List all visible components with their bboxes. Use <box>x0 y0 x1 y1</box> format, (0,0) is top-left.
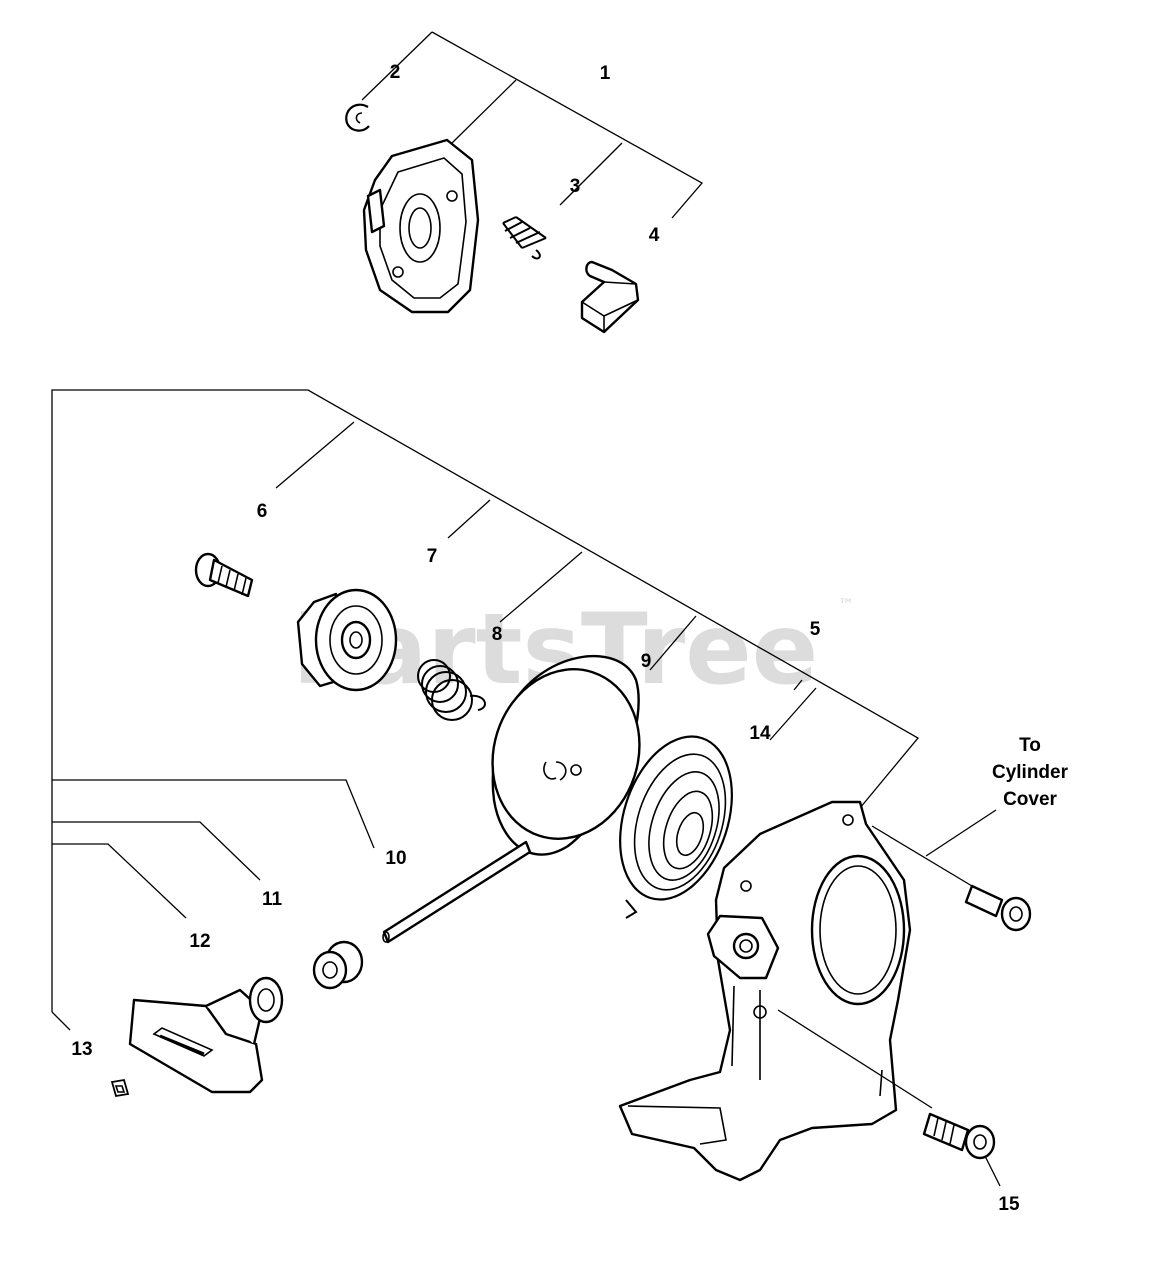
leader-lines-top <box>361 31 704 219</box>
callout-10: 10 <box>385 848 406 869</box>
note-to-cylinder-cover: To Cylinder Cover <box>992 735 1069 810</box>
callout-3: 3 <box>570 176 581 197</box>
callout-2: 2 <box>390 62 401 83</box>
callout-4: 4 <box>649 225 660 246</box>
note-line-2: Cylinder <box>992 762 1069 783</box>
part-9-reel <box>491 655 641 856</box>
part-2-clip <box>345 103 370 132</box>
part-3-spring <box>502 216 547 260</box>
part-11-rope-guide <box>312 940 364 990</box>
leader-lines-main <box>51 389 919 1031</box>
part-6-screw <box>194 552 254 598</box>
part-8-spring <box>417 659 486 721</box>
part-15-bolt <box>777 1009 1001 1187</box>
part-1-ratchet-housing <box>362 138 480 314</box>
callout-14: 14 <box>749 723 771 744</box>
part-7-pulley <box>296 588 398 692</box>
note-line-3: Cover <box>1003 789 1057 810</box>
part-12-handle <box>128 976 284 1094</box>
callout-8: 8 <box>492 624 503 645</box>
callout-1: 1 <box>600 63 611 84</box>
note-line-1: To <box>1019 735 1041 756</box>
callout-5: 5 <box>810 619 821 640</box>
callout-6: 6 <box>257 501 268 522</box>
callout-11: 11 <box>262 889 283 910</box>
part-5-starter-case <box>618 800 912 1182</box>
cylinder-cover-bolt <box>871 809 1032 932</box>
callout-13: 13 <box>71 1039 92 1060</box>
part-10-rope <box>382 840 532 944</box>
callout-labels: 1 2 3 4 5 6 7 8 9 10 11 12 13 14 15 <box>71 62 1020 1215</box>
callout-7: 7 <box>427 546 438 567</box>
callout-15: 15 <box>998 1194 1020 1215</box>
part-14-recoil-spring <box>619 735 733 919</box>
callout-9: 9 <box>641 651 652 672</box>
part-4-pawl <box>580 260 640 334</box>
callout-12: 12 <box>189 931 210 952</box>
watermark-trademark: ™ <box>838 595 854 614</box>
part-13-square <box>110 1078 130 1098</box>
